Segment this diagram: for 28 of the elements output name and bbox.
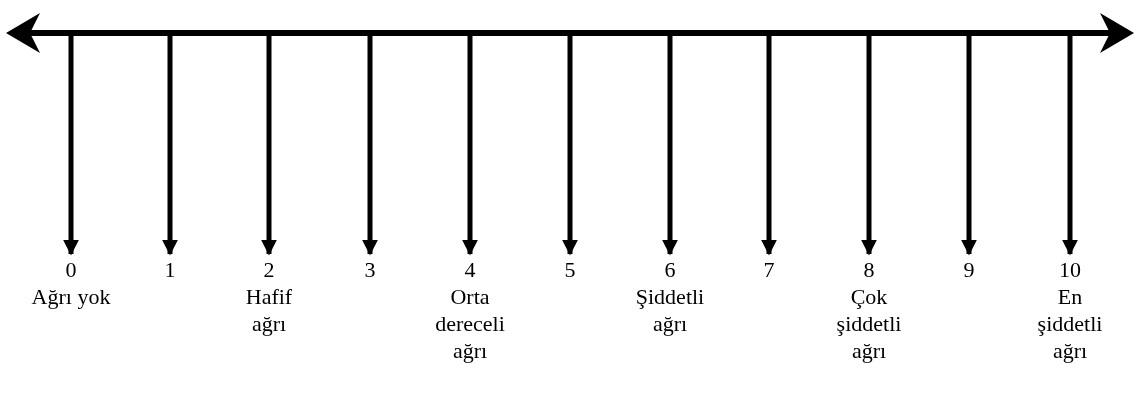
scale-number: 1 — [164, 256, 176, 283]
arrow — [462, 36, 478, 256]
scale-number: 10 — [1059, 256, 1081, 283]
arrow — [261, 36, 277, 256]
arrow — [362, 36, 378, 256]
pain-description: Hafif ağrı — [244, 283, 294, 337]
scale-number: 2 — [263, 256, 275, 283]
pain-description: Orta dereceli ağrı — [434, 283, 506, 364]
pain-description: Şiddetli ağrı — [634, 283, 706, 337]
arrow — [63, 36, 79, 256]
arrow — [861, 36, 877, 256]
arrow — [162, 36, 178, 256]
scale-number: 5 — [564, 256, 576, 283]
arrow — [1062, 36, 1078, 256]
arrow — [662, 36, 678, 256]
arrow — [562, 36, 578, 256]
scale-number: 8 — [863, 256, 875, 283]
scale-number: 0 — [65, 256, 77, 283]
arrow — [961, 36, 977, 256]
scale-number: 4 — [464, 256, 476, 283]
pain-description: En şiddetli ağrı — [1036, 283, 1104, 364]
arrow — [761, 36, 777, 256]
scale-number: 9 — [963, 256, 975, 283]
pain-description: Ağrı yok — [31, 283, 111, 310]
pain-description: Çok şiddetli ağrı — [835, 283, 903, 364]
scale-number: 7 — [763, 256, 775, 283]
scale-number: 6 — [664, 256, 676, 283]
scale-number: 3 — [364, 256, 376, 283]
